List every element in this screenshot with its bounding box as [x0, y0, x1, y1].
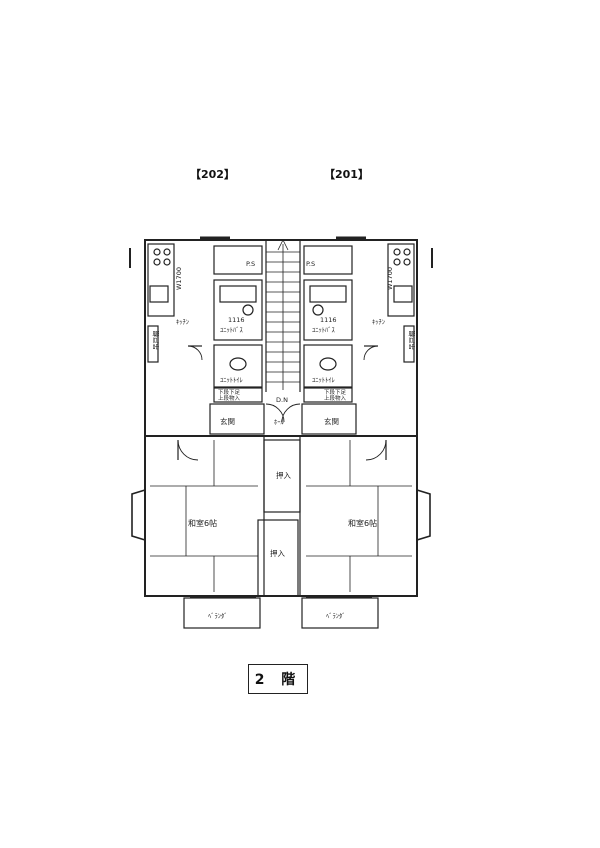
storage-line2-right: 上段物入	[324, 394, 347, 402]
hall-label: ﾎｰﾙ	[274, 418, 285, 426]
unit-toilet-left	[213, 344, 263, 388]
tatami-left	[150, 440, 258, 592]
unit-toilet-right	[303, 344, 353, 388]
unit-label-202: 【202】	[190, 168, 235, 181]
kitchen-counter-left	[147, 243, 175, 317]
ps-label-right: P.S	[306, 260, 315, 268]
unit-label-201: 【201】	[324, 168, 369, 181]
oshiire-label-lower: 押入	[270, 548, 285, 558]
bay-window-left	[131, 489, 146, 541]
storage-line1-right: 下段下足	[324, 388, 347, 396]
ps-shaft-right	[303, 245, 353, 275]
shoe-storage-left	[213, 387, 263, 403]
washitsu-label-right: 和室6帖	[348, 518, 377, 528]
washitsu-label-left: 和室6帖	[188, 518, 217, 528]
shoe-storage-right	[303, 387, 353, 403]
bay-window-right	[416, 489, 431, 541]
upper-block-outline	[144, 239, 418, 437]
bath-size-right: 1116	[320, 316, 337, 324]
cupboard-label-right: 吊戸棚	[407, 330, 416, 350]
veranda-label-left: ﾍﾞﾗﾝﾀﾞ	[208, 612, 228, 620]
kitchen-counter-right	[387, 243, 415, 317]
tatami-right	[306, 440, 412, 592]
genkan-right	[301, 403, 357, 435]
storage-line1-left: 下段下足	[218, 388, 241, 396]
floor-label: 2 階	[248, 664, 308, 694]
ps-shaft-left	[213, 245, 263, 275]
w-dim-left: W1700	[175, 267, 183, 290]
oshiire-label-upper: 押入	[276, 470, 291, 480]
kitchen-label-right: ｷｯﾁﾝ	[372, 318, 385, 326]
bath-size-left: 1116	[228, 316, 245, 324]
unit-bath-left	[213, 279, 263, 341]
oshiire-lower	[257, 519, 299, 597]
genkan-label-left: 玄関	[220, 416, 235, 426]
unit-bath-right	[303, 279, 353, 341]
ps-label-left: P.S	[246, 260, 255, 268]
oshiire-upper	[263, 439, 301, 513]
cupboard-label-left: 吊戸棚	[151, 330, 160, 350]
stair-treads	[266, 239, 300, 390]
unit-bath-label-right: ﾕﾆｯﾄﾊﾞｽ	[312, 326, 336, 334]
unit-bath-label-left: ﾕﾆｯﾄﾊﾞｽ	[220, 326, 244, 334]
kitchen-label-left: ｷｯﾁﾝ	[176, 318, 189, 326]
unit-toilet-label-right: ﾕﾆｯﾄﾄｲﾚ	[312, 376, 335, 384]
w-dim-right: W1700	[386, 267, 394, 290]
up-down-label: D.N	[276, 396, 288, 404]
unit-toilet-label-left: ﾕﾆｯﾄﾄｲﾚ	[220, 376, 243, 384]
storage-line2-left: 上段物入	[218, 394, 241, 402]
genkan-left	[209, 403, 265, 435]
genkan-label-right: 玄関	[324, 416, 339, 426]
veranda-label-right: ﾍﾞﾗﾝﾀﾞ	[326, 612, 346, 620]
